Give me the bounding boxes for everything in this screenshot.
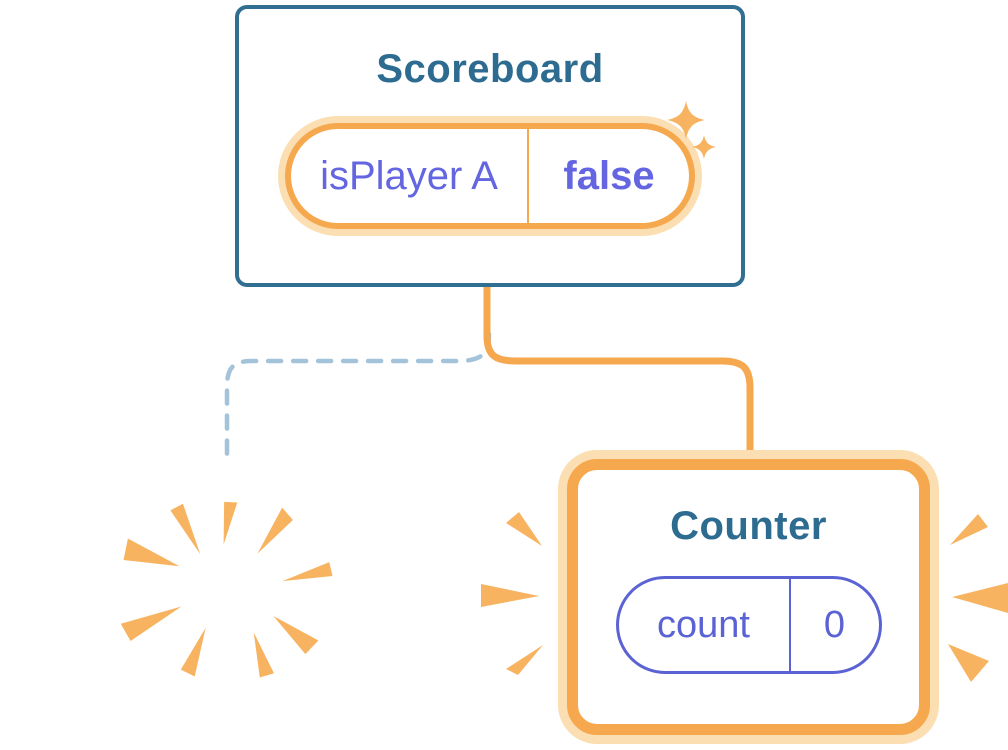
counter-title: Counter — [670, 504, 827, 548]
sparkle-icon — [667, 101, 716, 159]
state-name: isPlayer A — [320, 153, 498, 198]
scoreboard-title: Scoreboard — [376, 47, 604, 91]
pill-divider — [788, 579, 791, 671]
dashed-connector — [224, 331, 492, 463]
counter-state-pill: count 0 — [615, 576, 882, 674]
poof-burst-icon — [120, 501, 333, 678]
scoreboard-card: Scoreboard isPlayer A false — [235, 5, 745, 287]
counter-card: Counter count 0 — [567, 459, 930, 735]
pill-divider — [527, 129, 529, 223]
scoreboard-state-pill: isPlayer A false — [285, 123, 695, 229]
solid-connector — [483, 285, 754, 462]
state-value: 0 — [823, 603, 846, 646]
state-name: count — [657, 603, 750, 646]
state-value: false — [563, 153, 655, 198]
removed-component-card — [89, 455, 363, 721]
